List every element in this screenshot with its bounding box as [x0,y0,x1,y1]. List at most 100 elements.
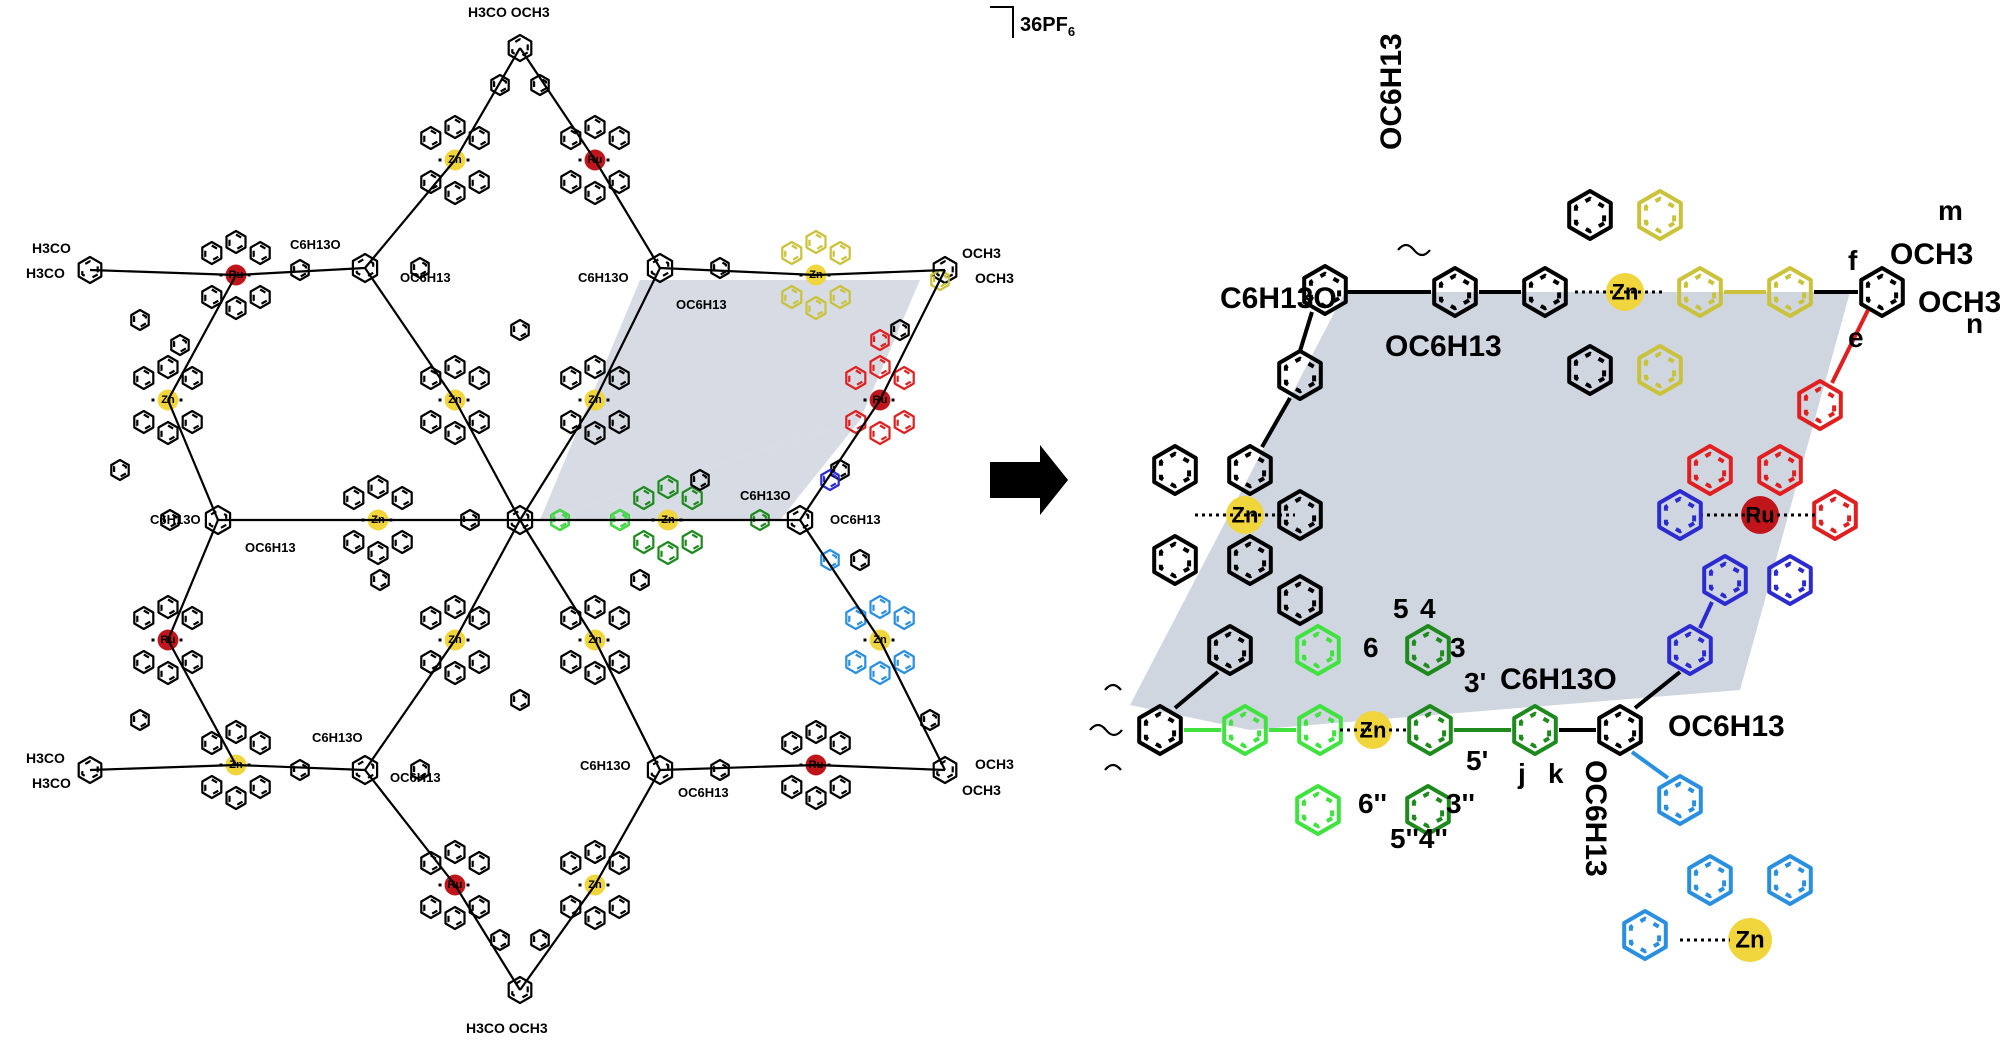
right-zn-bottom-disc [1354,711,1392,749]
left-tpy-node-13-ring-bc-inner [587,664,603,682]
right-phenylene-left-upper-inner [1283,356,1317,394]
right-tpy-pyridyl-top-up-inner [1573,196,1607,234]
left-tpy-node-9-ring-tc [367,474,389,500]
left-phenylene-2 [530,73,550,97]
right-ring-D-tpy [1677,266,1723,318]
left-h3co-1: H3CO [32,240,71,256]
left-dimethoxy-benzene-2-hexagon [507,975,533,1005]
left-core-benzene-2 [646,252,674,284]
right-ring-E-pyridyl-right [1767,854,1813,906]
left-phenylene-18-inner [133,712,147,728]
left-tpy-node-14-ring-bc-hexagon [869,660,891,686]
left-ring-B [820,468,840,492]
left-c6h13o-c: C6H13O [150,512,201,527]
left-tpy-node-3-ring-bc-hexagon [225,295,247,321]
left-tpy-node-18-ring-bl [560,894,582,920]
left-phenylene-24-inner [512,322,528,338]
label-pos-5: 5 [1393,593,1409,624]
left-tpy-node-11-ring-bc [157,660,179,686]
left-phenylene-9-inner [712,260,728,276]
left-phenylene-2-inner [532,77,548,93]
right-tpy2-pyridyl-right [1277,574,1323,626]
left-phenylene-1 [490,73,510,97]
left-tpy-node-14-ring-tr-inner [896,609,912,627]
left-tpy-node-12-ring-tc-hexagon [444,594,466,620]
right-ring-F-pyridyl-up-hexagon [1295,624,1341,676]
left-tpy-node-1-ring-tc [444,114,466,140]
right-ring-A-phenylene [1512,704,1558,756]
left-tpy-node-12-ring-tc [444,594,466,620]
right-ring-B-phenylene [1667,624,1713,676]
right-tpy-central-top [1522,266,1568,318]
label-pos-5p: 5' [1466,745,1489,776]
label-mid-oc6h13: OC6H13 [1385,330,1502,363]
left-tpy-node-18-ring-tc [584,839,606,865]
right-tpy-pyridyl-left-r-inner [1283,496,1317,534]
left-tpy-node-18-ring-tc-hexagon [584,839,606,865]
left-tpy-node-2-ring-tc-inner [587,118,603,136]
left-phenylene-14-hexagon [410,758,430,782]
right-ring-A-phenylene-inner [1518,711,1552,749]
left-tpy-node-7-ring-bc-hexagon [584,420,606,446]
left-phenylene-7 [290,258,310,282]
left-och3-r1: OCH3 [962,245,1001,261]
left-tpy-node-8-ring-tl [845,365,867,391]
left-phenylene-25-hexagon [510,688,530,712]
right-ring-F-phenylene [1222,704,1268,756]
left-tpy-node-15-ring-bc-inner [228,789,244,807]
left-bond-26 [594,639,661,771]
left-phenylene-6-inner [163,512,177,528]
left-tpy-node-14-ring-br-inner [896,653,912,671]
left-tpy-node-13-ring-bl-inner [563,653,579,671]
right-bond-core-E [1630,750,1670,780]
left-tpy-node-16-ring-br [829,774,851,800]
label-pos-4: 4 [1420,593,1436,624]
left-phenylene-23 [850,548,870,572]
left-phenylene-13-hexagon [290,758,310,782]
left-tpy-node-6-ring-bc [444,420,466,446]
left-tpy-node-14-ring-tc-hexagon [869,594,891,620]
left-tpy-node-16-ring-tc-hexagon [805,719,827,745]
left-oc6h13-f: OC6H13 [678,785,729,800]
right-zn-bottom-symbol: Zn [1360,718,1387,743]
left-bond-15 [879,269,946,401]
left-tpy-node-7-ring-br [608,409,630,435]
left-tpy-node-13-ring-br-hexagon [608,649,630,675]
left-tpy-node-13-ring-bl-hexagon [560,649,582,675]
left-tpy-node-3-ring-tr-hexagon [249,240,271,266]
left-phenylene-18-hexagon [130,708,150,732]
right-ring-D-pyridyl-up-hexagon [1637,189,1683,241]
right-ring-A-phenylene-hexagon [1512,704,1558,756]
left-och3-top: H3CO OCH3 [468,4,550,20]
left-core-benzene-5-hexagon [351,754,379,786]
left-tpy-node-4-ring-tl [781,240,803,266]
left-ring-C [870,328,890,352]
left-tpy-node-6-ring-bl-hexagon [420,409,442,435]
reaction-arrow [990,445,1068,515]
left-core-benzene-3 [204,504,232,536]
left-tpy-node-2-ring-bc-hexagon [584,180,606,206]
label-e: e [1848,322,1864,353]
left-phenylene-19-hexagon [460,508,480,532]
left-ring-D-inner [932,272,948,288]
left-phenylene-9 [710,256,730,280]
left-tpy-node-11-ring-bc-inner [160,664,176,682]
left-tpy-node-2-ring-tr-hexagon [608,125,630,151]
left-tpy-node-7-ring-br-hexagon [608,409,630,435]
right-ring-C-phenylene-hexagon [1797,379,1843,431]
right-ring-B-tpy-inner [1708,561,1742,599]
label-pos-3: 3 [1450,632,1466,663]
left-phenylene-12-inner [922,712,938,728]
right-core-benzene-bottom [1137,704,1183,756]
left-tpy-node-18-ring-br [608,894,630,920]
left-tpy-node-6-ring-tc-inner [447,358,463,376]
left-tpy-node-17-ring-bl-hexagon [420,894,442,920]
left-tpy-node-2-ring-tl-inner [563,129,579,147]
left-tpy-node-3-ring-bl-hexagon [201,284,223,310]
left-tpy-node-8-ring-tr-inner [896,369,912,387]
left-och3-r3: OCH3 [975,756,1014,772]
left-dimethoxy-benzene-3-hexagon [77,255,103,285]
label-pos-3p: 3' [1464,667,1487,698]
left-tpy-node-17-ring-bc-hexagon [444,905,466,931]
left-tpy-node-16-ring-tl-inner [784,734,800,752]
